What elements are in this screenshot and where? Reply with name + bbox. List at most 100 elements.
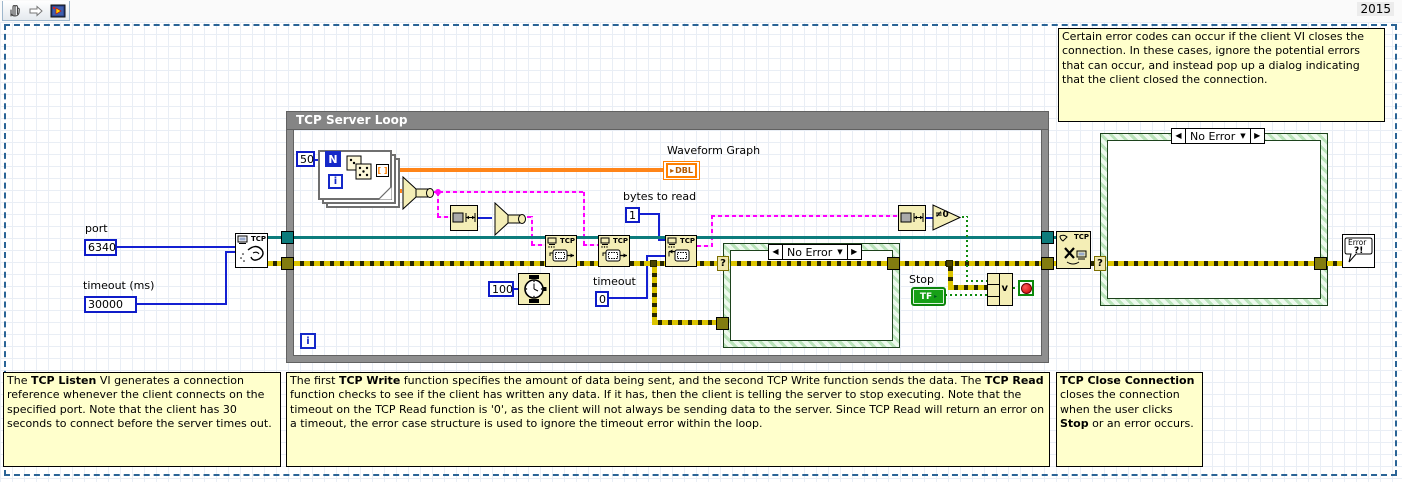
timeout0-wire <box>609 297 646 299</box>
tcp-write-function-1[interactable]: TCP <box>545 235 577 267</box>
error-wire <box>294 261 719 266</box>
timeout-label: timeout (ms) <box>83 279 155 292</box>
compound-or-function[interactable]: v <box>987 273 1013 306</box>
string-wire <box>437 191 439 217</box>
page-fold <box>378 186 392 200</box>
error-dialog-icon <box>1344 237 1373 263</box>
timeout0-wire <box>646 255 648 299</box>
error-wire <box>731 261 887 266</box>
tcp-write-caption: TCP <box>612 237 628 245</box>
inner-case-right-tunnel <box>887 257 900 270</box>
port-control[interactable]: 6340 <box>84 239 117 256</box>
iteration-count-constant[interactable]: 50 <box>296 151 315 167</box>
inner-case-selector-terminal: ? <box>717 256 729 271</box>
tcp-listen-vi[interactable]: TCP <box>235 233 268 268</box>
not-equal-to-zero-function[interactable]: ≠0 <box>932 204 963 231</box>
wait-watch-icon <box>524 275 547 303</box>
string-wire <box>583 244 598 246</box>
toolbar: 2015 <box>0 0 1402 22</box>
length-wire <box>478 217 492 219</box>
string-length-function[interactable] <box>450 205 478 231</box>
waveform-graph-label: Waveform Graph <box>667 144 761 157</box>
stop-label: Stop <box>909 273 935 286</box>
random-number-dice-icon[interactable] <box>344 154 376 184</box>
case-prev-arrow[interactable]: ◀ <box>772 247 779 256</box>
timeout-control[interactable]: 30000 <box>84 296 137 313</box>
timeout-wire <box>225 251 235 253</box>
tcp-listen-icon <box>237 235 264 262</box>
wait-ms-constant[interactable]: 100 <box>488 281 514 297</box>
case-selector-label[interactable]: No Error▼ <box>1185 129 1251 143</box>
tcp-write-icon <box>600 237 627 262</box>
while-loop-title: TCP Server Loop <box>287 112 1048 129</box>
type-cast-function[interactable] <box>492 202 527 236</box>
string-length-function[interactable] <box>898 205 926 231</box>
tunnel-connection-in <box>281 231 294 244</box>
error-wire <box>1327 261 1343 266</box>
tool-palette <box>2 1 70 21</box>
outer-case-selector: ◀ No Error▼ ▶ <box>1171 128 1265 144</box>
tcp-write-function-2[interactable]: TCP <box>598 235 630 267</box>
port-wire <box>117 246 235 248</box>
timeout2-constant[interactable]: 0 <box>595 291 609 307</box>
wire-junction <box>650 260 657 267</box>
error-wire-branch <box>652 266 657 323</box>
tcp-close-icon <box>1059 234 1087 265</box>
read-data-wire <box>711 215 898 217</box>
navigate-arrow-tool-button[interactable] <box>26 2 46 20</box>
terminal-arrow: ▸ <box>670 166 675 175</box>
autoindex-tunnel: [ ] <box>376 164 389 177</box>
stop-sign-icon <box>1020 282 1032 294</box>
length-wire <box>926 217 933 219</box>
while-loop-iteration-terminal: i <box>300 333 316 349</box>
for-loop-count-terminal: N <box>325 151 341 167</box>
error-wire <box>899 261 1041 266</box>
comment-tcp-write-read: The first TCP Write function specifies t… <box>286 372 1050 467</box>
length-string-wire <box>531 216 533 245</box>
error-punct: ?! <box>1354 246 1364 256</box>
case-next-arrow[interactable]: ▶ <box>1254 131 1261 140</box>
wire-junction <box>435 189 441 195</box>
read-data-wire <box>697 245 713 247</box>
loop-condition-terminal[interactable] <box>1018 280 1034 296</box>
tcp-listen-caption: TCP <box>250 235 266 243</box>
wait-ms-function[interactable] <box>518 273 550 305</box>
port-label: port <box>85 222 108 235</box>
bytes-to-read-constant[interactable]: 1 <box>625 207 640 223</box>
length-string-wire <box>527 216 533 218</box>
string-wire <box>437 216 450 218</box>
comment-tcp-close: TCP Close Connection closes the connecti… <box>1056 372 1203 467</box>
tcp-close-connection-function[interactable]: TCP <box>1056 231 1091 269</box>
outer-case-selector-terminal: ? <box>1094 256 1106 271</box>
case-prev-arrow[interactable]: ◀ <box>1175 131 1182 140</box>
dropdown-arrow-icon: ▼ <box>1240 132 1246 140</box>
case-selector-label[interactable]: No Error▼ <box>782 245 848 259</box>
tcp-write-icon <box>547 237 574 262</box>
for-loop-iteration-terminal: i <box>328 174 343 189</box>
stop-boolean-control[interactable]: TF▸ <box>911 287 946 306</box>
error-text: Error <box>1348 238 1367 247</box>
simple-error-handler-vi[interactable]: Error ?! <box>1342 234 1375 268</box>
length-string-wire <box>531 244 545 246</box>
error-wire-branch <box>948 285 987 290</box>
tcp-read-function[interactable]: TCP <box>665 235 697 267</box>
type-cast-function[interactable] <box>400 176 435 210</box>
scroll-hand-tool-button[interactable] <box>4 2 24 20</box>
page-boundary <box>4 24 1397 476</box>
vi-icon <box>50 4 66 17</box>
vi-run-tool-button[interactable] <box>48 2 68 20</box>
bytes-wire <box>658 239 666 241</box>
tcp-read-icon <box>667 237 690 262</box>
inner-case-selector: ◀ No Error▼ ▶ <box>768 244 862 260</box>
bytes-wire <box>658 213 660 241</box>
wait-wire <box>512 288 518 290</box>
or-out-wire <box>1013 287 1019 289</box>
error-wire <box>1108 261 1314 266</box>
connection-wire <box>267 236 281 239</box>
stop-wire <box>945 294 987 296</box>
waveform-graph-terminal[interactable]: ▸DBL <box>663 161 700 180</box>
case-next-arrow[interactable]: ▶ <box>851 247 858 256</box>
string-wire <box>583 191 585 245</box>
tunnel-error-in <box>281 257 294 270</box>
